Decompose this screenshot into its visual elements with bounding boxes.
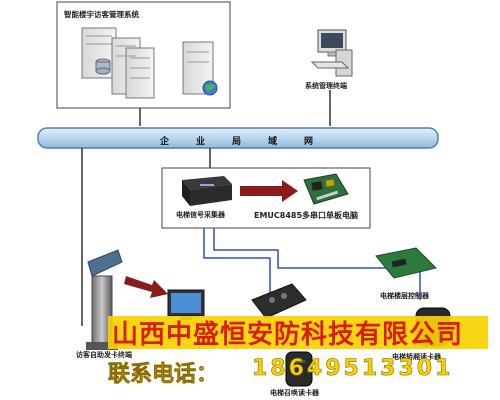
phone-number: 18649513301 bbox=[252, 356, 454, 382]
floor-controller-icon bbox=[375, 247, 437, 279]
company-banner-bg bbox=[108, 316, 488, 349]
phone-label: 联系电话： bbox=[108, 362, 219, 388]
network-char-5: 网 bbox=[304, 137, 314, 147]
web-server-icon bbox=[182, 41, 218, 96]
system-title: 智能楼宇访客管理系统 bbox=[64, 10, 139, 19]
collector-label: 电梯信号采集器 bbox=[176, 211, 225, 219]
computer-icon bbox=[310, 29, 353, 77]
network-char-4: 域 bbox=[268, 137, 278, 147]
issue-card-arrow bbox=[124, 276, 168, 298]
data-flow-arrow bbox=[240, 180, 298, 202]
lan-bar bbox=[37, 127, 439, 149]
board-label: EMUC8485多串口单板电脑 bbox=[254, 211, 359, 220]
single-board-computer-icon bbox=[303, 173, 349, 205]
database-server-icon bbox=[81, 27, 117, 79]
call-card-reader-icon bbox=[285, 351, 313, 387]
kiosk-label: 访客自助发卡终端 bbox=[76, 351, 132, 359]
signal-collector-icon bbox=[182, 176, 232, 206]
network-char-3: 局 bbox=[232, 137, 242, 147]
collector-cable bbox=[203, 228, 271, 300]
call-reader-label: 电梯召唤读卡器 bbox=[270, 389, 319, 397]
admin-terminal-label: 系统管理终端 bbox=[305, 82, 347, 90]
controller-board-icon bbox=[251, 283, 307, 319]
network-char-2: 业 bbox=[196, 137, 206, 147]
car-reader-label: 电梯轿厢读卡器 bbox=[392, 353, 441, 361]
company-name: 山西中盛恒安防科技有限公司 bbox=[112, 320, 464, 350]
kiosk-terminal-icon bbox=[86, 249, 123, 350]
floor-controller-label: 电梯楼层控制器 bbox=[380, 292, 429, 300]
network-char-1: 企 bbox=[160, 137, 170, 147]
server-rack-icon bbox=[111, 37, 155, 99]
